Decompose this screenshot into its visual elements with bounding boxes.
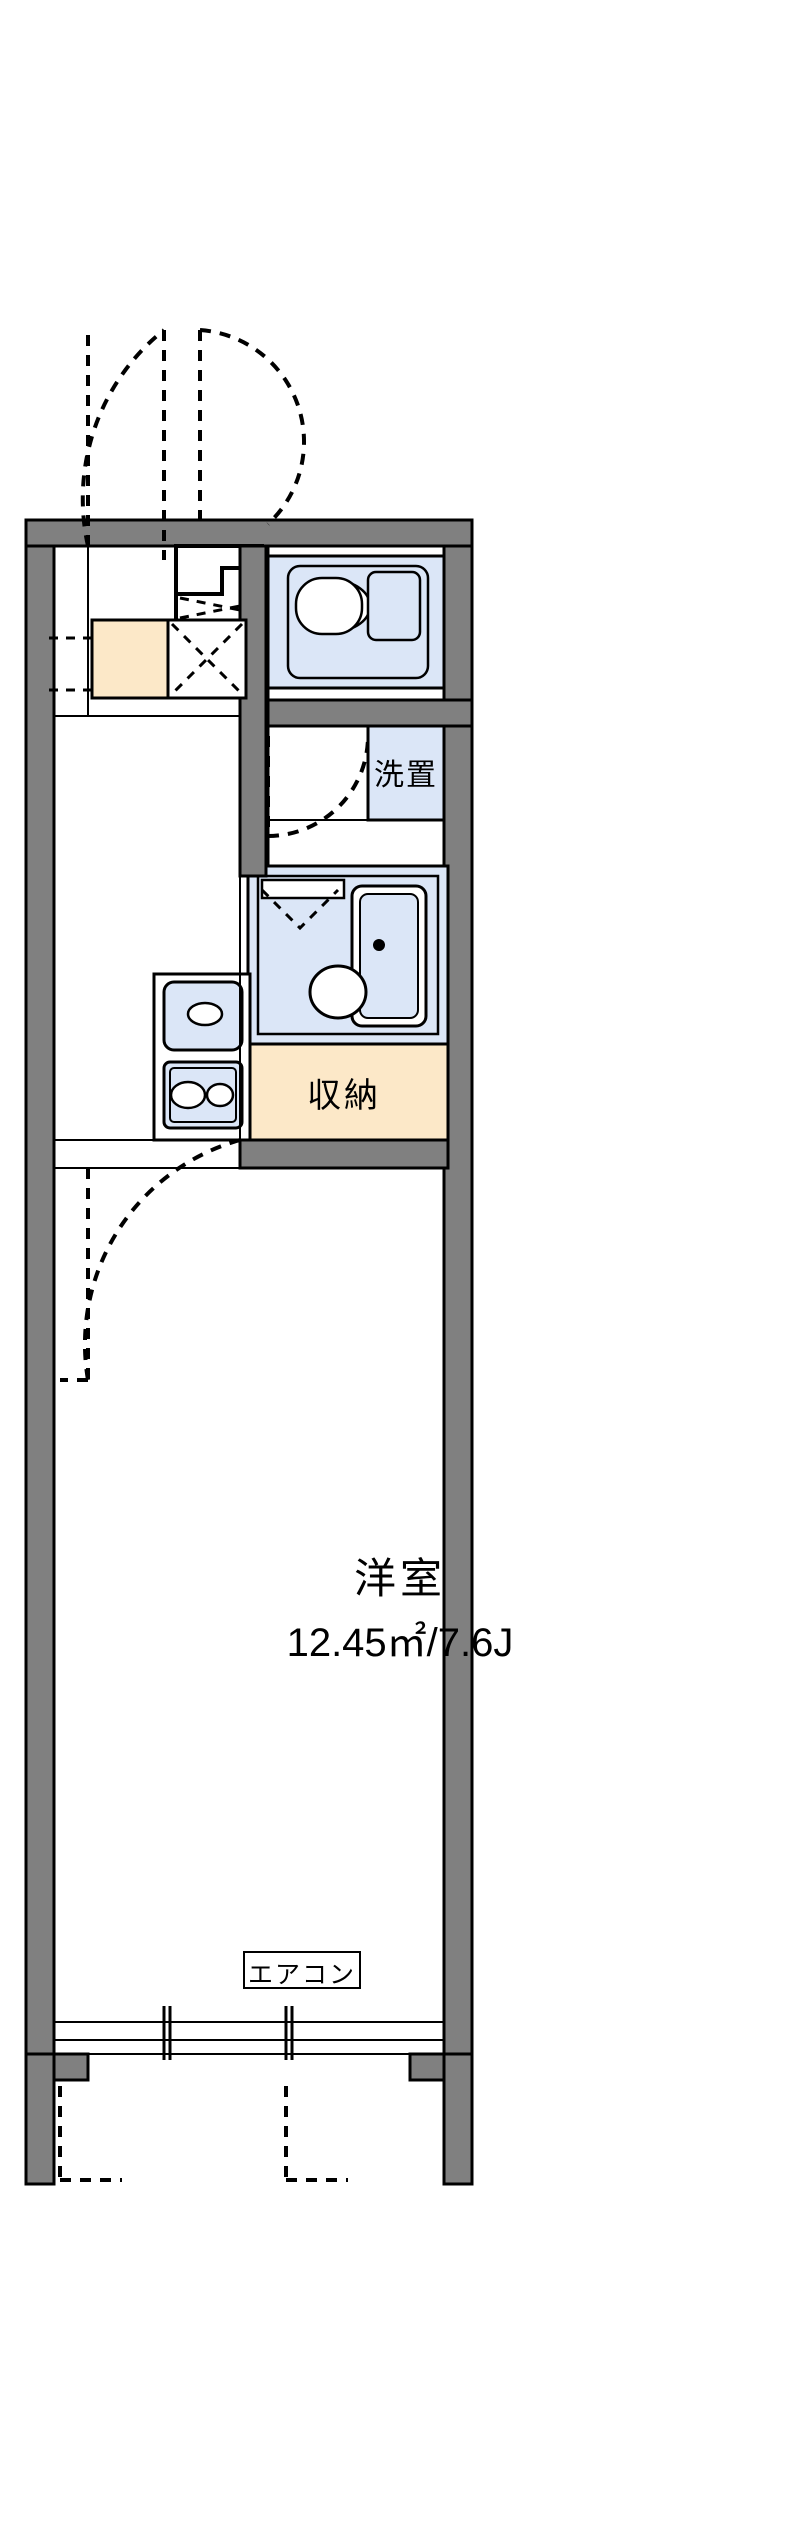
wall-closet-bottom	[238, 1138, 450, 1170]
washer-space-box	[366, 724, 446, 822]
aircon-label: エアコン	[247, 1961, 356, 1989]
utility-box	[166, 618, 248, 700]
main-room-area-label: 12.45㎡/7.6J	[286, 1621, 514, 1665]
bath-door-swing	[260, 888, 340, 931]
closet-label: 収納	[307, 1077, 381, 1115]
wall-top	[24, 518, 474, 548]
wall-right-balcony	[442, 2052, 474, 2186]
main-room-floor	[53, 1167, 445, 2055]
wall-right	[442, 518, 474, 2082]
page-title: 洋室	[353, 1555, 446, 1602]
vanity-counter	[260, 878, 346, 900]
closet-box	[238, 1042, 450, 1142]
vanity-sink-fixture	[308, 964, 368, 1020]
wall-toilet-bottom	[256, 698, 474, 728]
unit-bath	[246, 864, 450, 1046]
hall-door-swing	[199, 328, 306, 526]
wash-floor	[267, 725, 369, 821]
entry-shoe-box	[90, 618, 170, 700]
wall-left	[24, 518, 56, 2082]
wall-hall-right	[238, 544, 268, 878]
room-door-swing	[82, 1138, 241, 1381]
wall-left-balcony	[24, 2052, 56, 2186]
toilet-door-swing	[267, 735, 370, 838]
entry-door-swing	[80, 328, 166, 547]
aircon-box	[243, 1951, 361, 1989]
kitchen-counter	[152, 972, 252, 1142]
washer-space-label: 洗置	[374, 759, 438, 792]
toilet-fixture	[286, 564, 430, 680]
